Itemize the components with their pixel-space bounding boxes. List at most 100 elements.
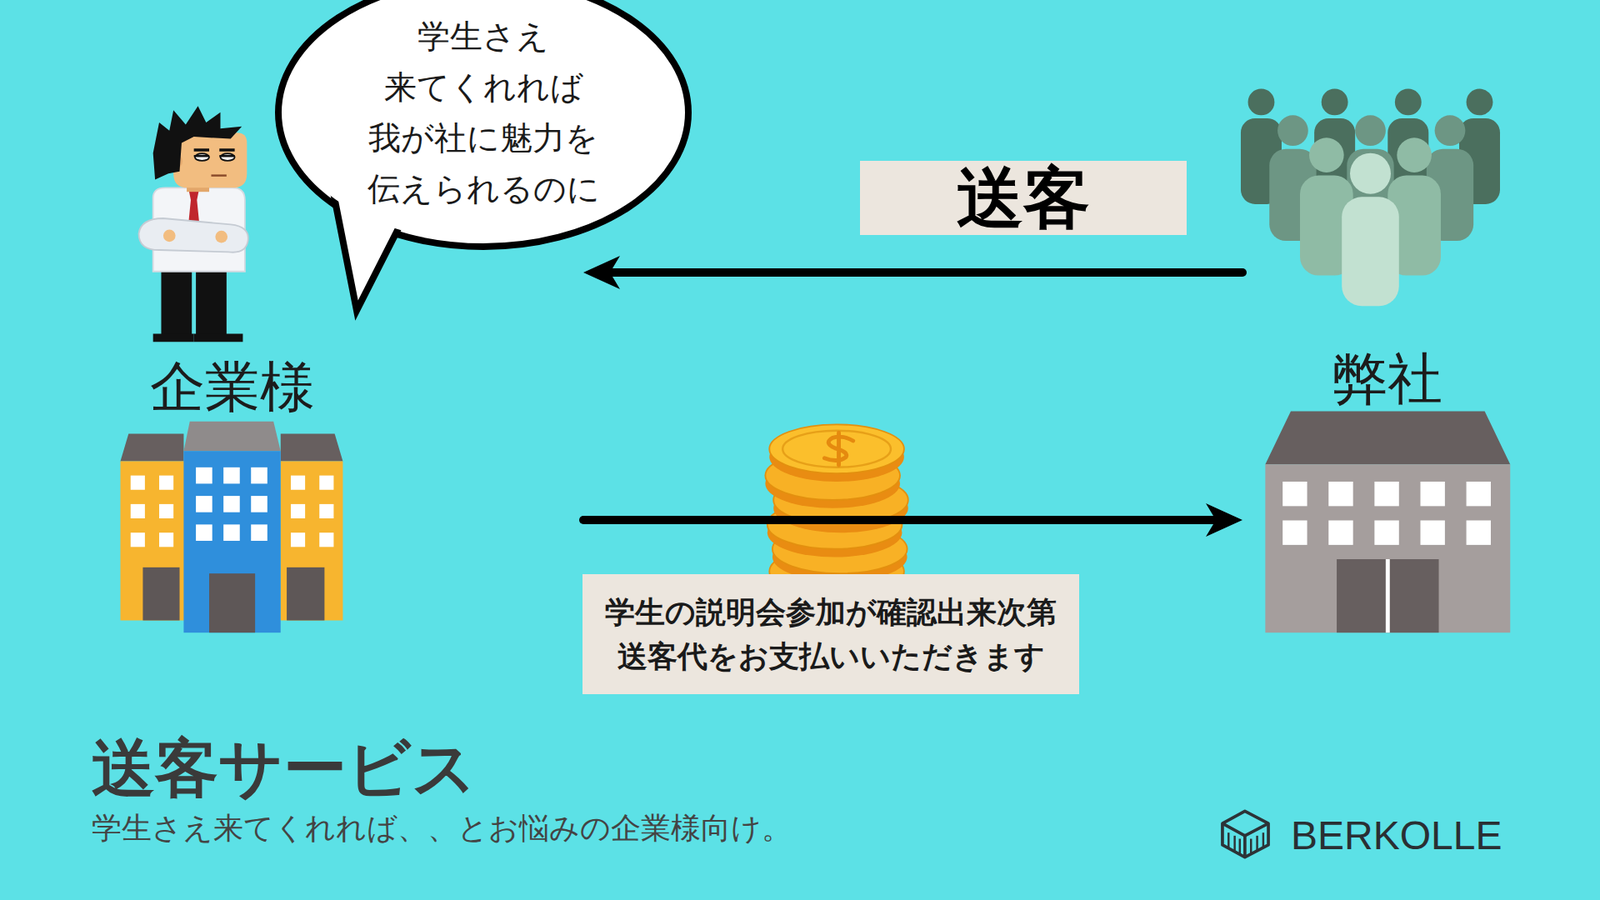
speech-bubble: 学生さえ 来てくれれば 我が社に魅力を 伝えられるのに — [275, 0, 692, 250]
businessman — [139, 218, 249, 253]
building-window — [223, 467, 240, 485]
building-window — [1374, 481, 1399, 506]
building-window — [250, 495, 268, 513]
businessman — [220, 153, 235, 161]
building-window — [250, 524, 268, 541]
businessman — [195, 153, 210, 161]
logo-icon — [1222, 810, 1269, 857]
coin-stack — [769, 424, 905, 474]
building-window — [130, 532, 145, 547]
people-group — [1466, 89, 1494, 116]
people-group — [1355, 115, 1386, 146]
businessman — [163, 230, 176, 243]
flow-arrow — [600, 268, 1243, 277]
company-building — [209, 573, 255, 633]
businessman — [215, 230, 228, 244]
edge-label: 送客 — [860, 160, 1187, 235]
businessman — [153, 333, 195, 342]
company-building — [120, 421, 343, 633]
building-window — [319, 504, 334, 519]
building-window — [159, 504, 174, 519]
diagram-title-wrap: 送客サービス — [91, 736, 477, 800]
building-window — [1282, 520, 1307, 545]
building-window — [130, 467, 335, 548]
company-building — [183, 421, 280, 452]
coin-stack — [824, 432, 853, 465]
businessman — [195, 267, 227, 337]
businessman — [194, 333, 244, 342]
building-window — [1466, 520, 1491, 545]
our-building — [1265, 410, 1510, 465]
logo-icon — [1243, 835, 1247, 858]
businessman — [153, 105, 243, 180]
edge-label-box: 送客 — [860, 160, 1187, 235]
logo-icon — [1262, 832, 1265, 848]
businessman — [139, 105, 249, 342]
building-window — [195, 524, 213, 541]
building-window — [1282, 481, 1491, 545]
people-group — [1321, 89, 1349, 116]
building-window — [290, 504, 305, 519]
company-building — [280, 433, 344, 461]
company-node: 企業様 — [120, 106, 584, 633]
coin-stack — [782, 430, 891, 468]
people-group — [1395, 89, 1422, 116]
building-window — [195, 495, 213, 513]
businessman — [194, 148, 235, 152]
building-window — [195, 467, 213, 485]
logo-icon — [1255, 835, 1258, 851]
logo-icon — [1233, 835, 1235, 851]
logo-icon — [1227, 832, 1230, 848]
our-building — [1336, 559, 1439, 633]
our-building — [1265, 410, 1510, 633]
edge-label: 学生の説明会参加が確認出来次第 送客代をお支払いいただきます — [582, 574, 1080, 695]
logo-icon — [1239, 839, 1241, 855]
people-group — [1309, 137, 1345, 173]
building-window — [1328, 520, 1353, 545]
building-window — [223, 495, 240, 513]
building-window — [1420, 481, 1445, 506]
diagram-title: 送客サービス — [91, 736, 477, 800]
building-window — [130, 475, 145, 490]
people-group — [1341, 196, 1400, 306]
building-window — [130, 504, 145, 519]
people-group — [1240, 89, 1500, 307]
company-building — [280, 460, 344, 620]
company-building — [120, 433, 184, 461]
building-window — [1420, 520, 1445, 545]
building-window — [1282, 481, 1307, 506]
logo-text: BERKOLLE — [1290, 815, 1502, 856]
people-group — [1396, 137, 1432, 173]
our-building — [1265, 464, 1510, 633]
businessman — [160, 267, 192, 337]
node-label: 企業様 — [150, 354, 315, 421]
company-building — [286, 567, 325, 621]
diagram-caption-wrap: 学生さえ来てくれれば、、とお悩みの企業様向け。 — [91, 811, 792, 845]
speech-text: 学生さえ 来てくれれば 我が社に魅力を 伝えられるのに — [367, 10, 600, 215]
edge-label-box: 学生の説明会参加が確認出来次第 送客代をお支払いいただきます — [582, 574, 1080, 695]
our-company-node: 弊社 — [1242, 86, 1510, 633]
building-window — [1374, 520, 1399, 545]
flow-arrow — [583, 515, 1226, 525]
building-window — [223, 524, 240, 541]
bubble-fill — [283, 0, 684, 242]
logo-icon — [1250, 839, 1252, 855]
businessman — [194, 155, 235, 157]
building-window — [1466, 481, 1491, 506]
logo-text-wrap: BERKOLLE — [1290, 815, 1502, 856]
building-window — [250, 467, 268, 485]
logo-icon — [1222, 810, 1269, 857]
building-window — [1328, 481, 1353, 506]
company-building — [142, 567, 180, 621]
building-window — [290, 475, 305, 490]
company-building — [183, 450, 280, 633]
building-window — [159, 532, 174, 547]
building-window — [319, 475, 334, 490]
building-window — [290, 532, 305, 547]
people-group — [1248, 89, 1275, 116]
businessman — [210, 174, 226, 176]
company-building — [120, 460, 185, 620]
node-label: 弊社 — [1332, 345, 1443, 413]
our-building — [1385, 559, 1390, 633]
